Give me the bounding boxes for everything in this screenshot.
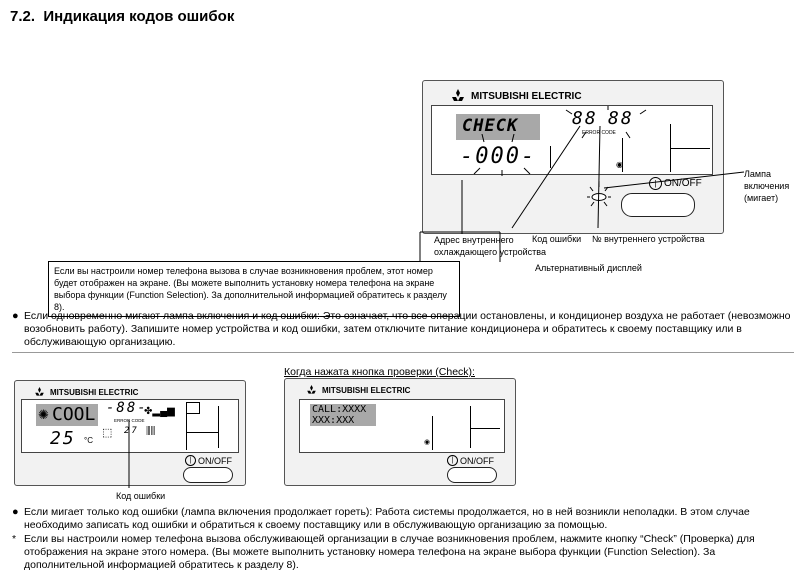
lcd-screen: CHECK -000- 88 88 ERROR CODE ◉ — [431, 105, 713, 176]
fan-speed-icon: ✤▂▄▆ — [144, 406, 175, 417]
remote-controller-left: MITSUBISHI ELECTRIC ✺ COOL -88- ERROR CO… — [14, 380, 246, 486]
alt-display-annotation: Альтернативный дисплей — [535, 263, 642, 273]
brand-name: MITSUBISHI ELECTRIC — [471, 90, 582, 102]
bullet-paragraph-2: ● Если мигает только код ошибки (лампа в… — [12, 506, 796, 532]
on-off-button-right[interactable] — [447, 467, 497, 483]
mitsubishi-diamonds-icon — [35, 387, 44, 396]
error-code-leader — [128, 420, 130, 488]
section-number: 7.2. — [10, 8, 36, 25]
lcd-divider-4 — [670, 148, 710, 149]
lcd-divider-left-2 — [218, 406, 219, 448]
check-label: CHECK — [462, 116, 519, 136]
vane-icon: ⫼⫼ — [146, 426, 156, 437]
power-icon: | — [447, 455, 458, 466]
phone-number-callout: Если вы настроили номер телефона вызова … — [48, 261, 460, 317]
mitsubishi-diamonds-icon — [307, 385, 316, 394]
mode-label: COOL — [52, 404, 96, 425]
lcd-divider-right-3 — [470, 428, 500, 429]
mitsubishi-diamonds-icon — [452, 89, 464, 101]
on-off-label-group-right: | ON/OFF — [447, 455, 494, 466]
sun-icon: ✺ — [38, 407, 49, 422]
bullet-2-text: Если мигает только код ошибки (лампа вкл… — [24, 506, 750, 531]
lcd-divider-right — [432, 416, 433, 450]
lcd-screen-right: CALL:XXXX XXX:XXX ◉ — [299, 399, 505, 453]
lamp-annotation: Лампа включения (мигает) — [744, 169, 790, 203]
unit-no-annotation: № внутреннего устройства — [592, 234, 705, 244]
temperature-small: 27 — [124, 426, 139, 436]
on-off-label-group: | ON/OFF — [649, 177, 702, 190]
call-line-2: XXX:XXX — [312, 415, 355, 426]
divider-line — [12, 352, 794, 353]
on-off-button[interactable] — [621, 193, 695, 217]
bullet-dot-icon: ● — [12, 506, 19, 518]
call-info-highlight — [310, 404, 376, 426]
temperature-unit: °C — [84, 436, 93, 445]
note-text: Если вы настроили номер телефона вызова … — [24, 533, 755, 571]
brand-logo: MITSUBISHI ELECTRIC — [449, 89, 582, 103]
lcd-divider-left-3 — [186, 432, 218, 433]
blink-rays-icon — [473, 134, 531, 176]
lcd-divider-right-2 — [470, 406, 471, 448]
error-digits-left: -88- — [106, 400, 148, 416]
on-off-label-left: ON/OFF — [198, 455, 232, 466]
brand-logo-right: MITSUBISHI ELECTRIC — [305, 385, 410, 395]
power-icon: | — [185, 455, 196, 466]
error-code-annotation: Код ошибки — [532, 234, 582, 244]
mode-indicator: ✺ COOL — [36, 404, 98, 426]
address-digits: -000- — [460, 144, 537, 169]
power-icon: | — [649, 177, 662, 190]
note-paragraph: * Если вы настроили номер телефона вызов… — [12, 533, 796, 572]
small-circle-icon: ◉ — [616, 160, 623, 169]
remote-controller-right: MITSUBISHI ELECTRIC CALL:XXXX XXX:XXX ◉ … — [284, 378, 516, 486]
section-title: 7.2. Индикация кодов ошибок — [10, 8, 234, 25]
on-off-label: ON/OFF — [664, 178, 702, 189]
note-mark: * — [12, 533, 17, 545]
small-circle-icon: ◉ — [424, 439, 431, 446]
on-off-button-left[interactable] — [183, 467, 233, 483]
bullet-dot-icon: ● — [12, 310, 19, 322]
bullet-paragraph-1: ● Если одновременно мигают лампа включен… — [12, 310, 796, 349]
filter-icon — [186, 402, 200, 414]
brand-logo-left: MITSUBISHI ELECTRIC — [33, 387, 138, 397]
lcd-screen-left: ✺ COOL -88- ERROR CODE 25 °C ⬚ 27 ✤▂▄▆ ⫼… — [21, 399, 239, 453]
brand-name-right: MITSUBISHI ELECTRIC — [322, 385, 411, 395]
check-indicator: CHECK — [456, 114, 540, 140]
bullet-1-text: Если одновременно мигают лампа включения… — [24, 310, 791, 348]
on-off-label-right: ON/OFF — [460, 455, 494, 466]
error-blink-rays-icon — [565, 106, 647, 139]
lcd-divider — [550, 146, 551, 168]
error-code-label-left: Код ошибки — [116, 491, 166, 501]
error-digits-b: 88 — [608, 108, 634, 129]
error-digits-a: 88 — [572, 108, 598, 129]
check-caption: Когда нажата кнопка проверки (Check): — [284, 366, 475, 378]
leader-lines — [419, 125, 745, 262]
on-off-label-group-left: | ON/OFF — [185, 455, 232, 466]
brand-name-left: MITSUBISHI ELECTRIC — [50, 387, 139, 397]
error-code-caption: ERROR CODE — [582, 130, 616, 136]
section-heading: Индикация кодов ошибок — [43, 8, 235, 25]
fan-mode-icon: ⬚ — [102, 427, 113, 439]
temperature-main: 25 — [50, 428, 76, 449]
address-annotation: Адрес внутреннего охлаждающего устройств… — [434, 235, 546, 257]
call-line-1: CALL:XXXX — [312, 404, 367, 415]
remote-controller-top: MITSUBISHI ELECTRIC CHECK -000- 88 88 ER… — [422, 80, 724, 234]
lcd-divider-2 — [622, 138, 623, 172]
